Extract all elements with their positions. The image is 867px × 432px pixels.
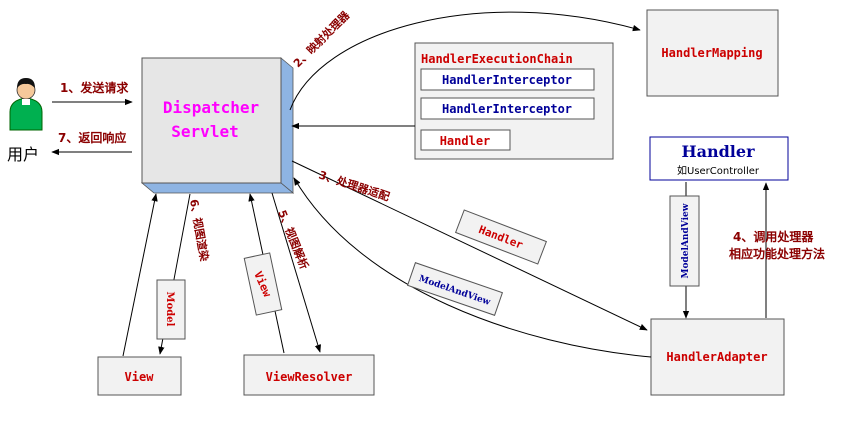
- view-resolver-box: [243, 354, 375, 396]
- chain-handler-box: [420, 129, 511, 151]
- handler-controller-subtitle: 如UserController: [677, 164, 760, 177]
- handler-execution-chain-box: HandlerExecutionChain HandlerInterceptor…: [414, 42, 614, 160]
- handler-mapping-label: HandlerMapping: [661, 46, 762, 60]
- model-and-view-tag: ModelAndView: [406, 262, 504, 316]
- chain-handler-label: Handler: [440, 134, 491, 148]
- handler-execution-chain-title: HandlerExecutionChain: [421, 52, 573, 66]
- handler-interceptor-label-2: HandlerInterceptor: [442, 102, 572, 116]
- dispatcher-servlet-title-line1: Dispatcher: [163, 98, 259, 117]
- model-tag: Model: [156, 279, 186, 340]
- view-resolver-label: ViewResolver: [266, 370, 353, 384]
- handler-adapter-box: [650, 318, 785, 396]
- handler-tag: Handler: [454, 209, 548, 265]
- step-4-label-line2: 相应功能处理方法: [729, 246, 825, 261]
- handler-adapter-label: HandlerAdapter: [666, 350, 767, 364]
- view-label: View: [125, 370, 155, 384]
- model-tag-label: Model: [164, 292, 175, 327]
- view-tag: View: [243, 252, 283, 316]
- handler-controller-box: [649, 136, 789, 181]
- step-1-label: 1、发送请求: [60, 80, 129, 95]
- dispatcher-servlet-box: Dispatcher Servlet: [140, 57, 295, 194]
- step-5-label: 5、视图解析: [275, 208, 311, 271]
- step-3-label: 3、处理器适配: [317, 168, 391, 204]
- handler-interceptor-box-2: [420, 97, 595, 120]
- step-7-label: 7、返回响应: [58, 130, 126, 145]
- dispatcher-servlet-title-line2: Servlet: [171, 122, 238, 141]
- user-label: 用户: [7, 145, 39, 164]
- model-and-view-vertical-label: ModelAndView: [681, 203, 691, 278]
- view-box: [97, 356, 182, 396]
- model-and-view-vertical-tag: ModelAndView: [669, 195, 700, 287]
- handler-interceptor-box-1: [420, 68, 595, 91]
- step-2-label: 2、映射处理器: [290, 7, 353, 70]
- step-4-label-line1: 4、调用处理器: [733, 229, 814, 244]
- step-6-label: 6、视图渲染: [187, 198, 212, 263]
- handler-interceptor-label-1: HandlerInterceptor: [442, 73, 572, 87]
- handler-mapping-box: [646, 9, 779, 97]
- handler-controller-title: Handler: [682, 142, 756, 161]
- user-person-icon: [9, 78, 43, 131]
